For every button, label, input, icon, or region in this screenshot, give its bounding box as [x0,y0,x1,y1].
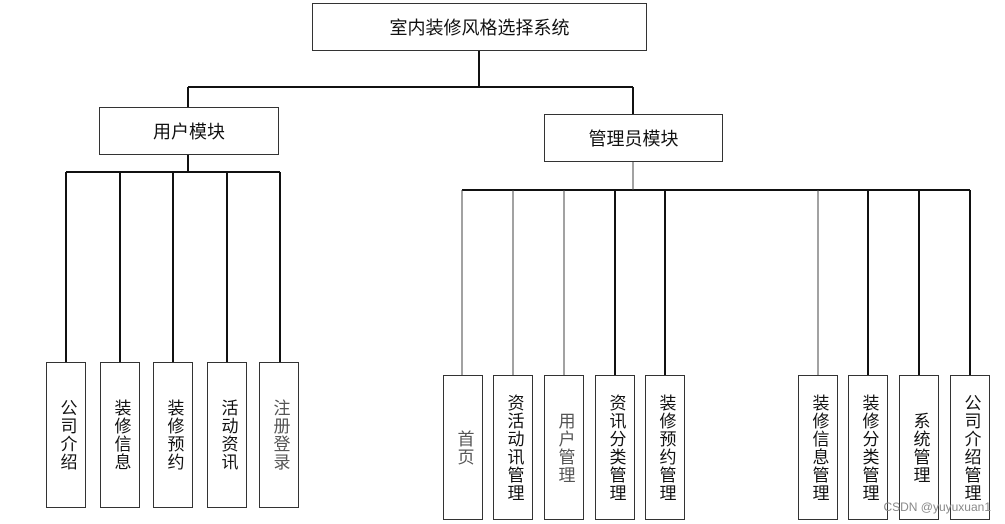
leaf-label: 装修信息管理 [808,393,829,502]
watermark-text: CSDN @yuyuxuan1 [883,500,991,514]
leaf-decoration-info-mgmt: 装修信息管理 [798,375,838,520]
leaf-label: 装修信息 [110,399,131,471]
leaf-label: 公司介绍 [56,399,77,471]
leaf-company-intro: 公司介绍 [46,362,86,508]
leaf-label: 装修分类管理 [858,393,879,502]
leaf-label: 用户管理 [554,411,575,484]
leaf-decoration-booking: 装修预约 [153,362,193,508]
leaf-system-mgmt: 系统管理 [899,375,939,520]
leaf-booking-mgmt: 装修预约管理 [645,375,685,520]
leaf-label: 首页 [453,429,474,466]
leaf-news-category-mgmt: 资讯分类管理 [595,375,635,520]
user-module-node: 用户模块 [99,107,279,155]
leaf-label: 装修预约 [163,399,184,471]
leaf-label: 装修预约管理 [655,393,676,502]
root-node: 室内装修风格选择系统 [312,3,647,51]
admin-module-label: 管理员模块 [588,129,679,150]
leaf-label: 系统管理 [909,411,930,484]
user-module-label: 用户模块 [153,122,225,143]
leaf-label: 资讯分类管理 [605,393,626,502]
leaf-label: 活动资讯 [217,399,238,471]
leaf-activity-news: 活动资讯 [207,362,247,508]
leaf-label: 资活动讯管理 [503,393,524,502]
root-label: 室内装修风格选择系统 [389,18,570,39]
leaf-activity-news-mgmt: 资活动讯管理 [493,375,533,520]
leaf-company-intro-mgmt: 公司介绍管理 [950,375,990,520]
leaf-decoration-category-mgmt: 装修分类管理 [848,375,888,520]
leaf-label: 注册登录 [269,399,290,471]
leaf-register-login: 注册登录 [259,362,299,508]
leaf-home: 首页 [443,375,483,520]
leaf-decoration-info: 装修信息 [100,362,140,508]
leaf-user-mgmt: 用户管理 [544,375,584,520]
leaf-label: 公司介绍管理 [960,393,981,502]
admin-module-node: 管理员模块 [544,114,723,162]
